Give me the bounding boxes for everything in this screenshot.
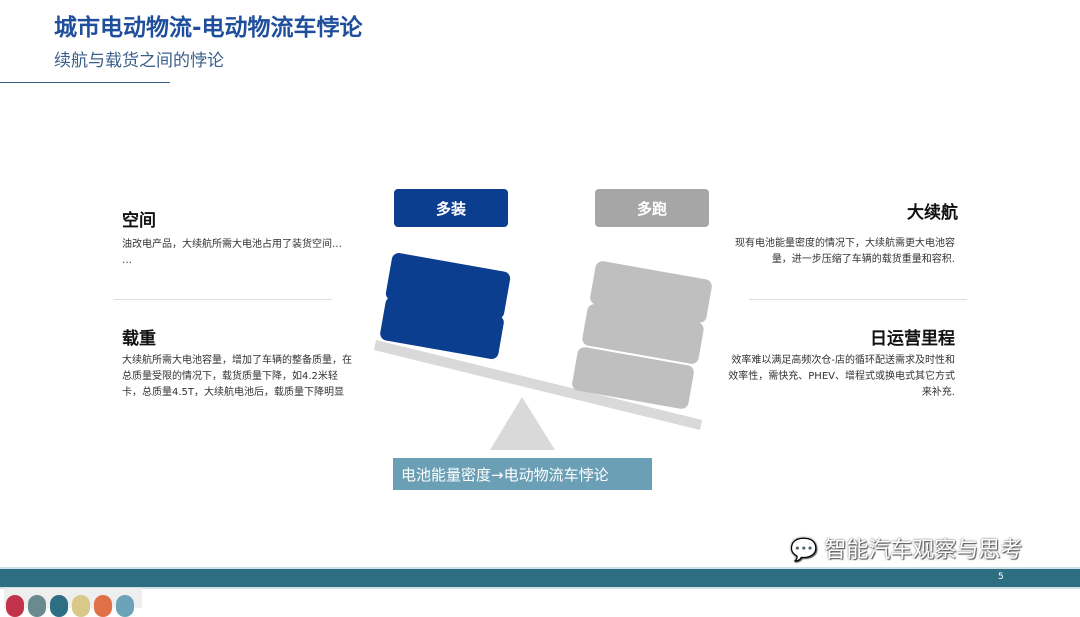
blue-block: [380, 297, 504, 359]
caption-box: 电池能量密度→电动物流车悖论: [393, 458, 652, 490]
gray-block: [590, 261, 712, 323]
fulcrum: [490, 397, 555, 450]
right-heading-daily-mileage: 日运营里程: [870, 329, 955, 349]
watermark-text: 智能汽车观察与思考: [824, 538, 1023, 563]
more-run-label: 多跑: [595, 189, 709, 227]
palette-dot: [72, 595, 90, 617]
palette-dot: [116, 595, 134, 617]
gray-blocks: [572, 261, 712, 409]
right-text-daily-mileage: 效率难以满足高频次仓-店的循环配送需求及时性和效率性，需快充、PHEV、增程式或…: [728, 355, 955, 398]
gray-block: [582, 304, 704, 364]
wechat-icon: 💬: [790, 538, 818, 563]
title-divider: [0, 82, 170, 83]
gray-block: [572, 347, 694, 409]
left-divider: [114, 299, 332, 300]
blue-blocks: [380, 253, 511, 359]
page-title: 城市电动物流-电动物流车悖论: [54, 15, 363, 41]
left-heading-load: 载重: [122, 329, 156, 349]
left-heading-space: 空间: [122, 211, 156, 231]
seesaw-plank: [374, 340, 702, 430]
left-text-load: 大续航所需大电池容量，增加了车辆的整备质量，在总质量受限的情况下，载货质量下降，…: [122, 355, 352, 398]
footer-bar: [0, 567, 1080, 589]
page-subtitle: 续航与载货之间的悖论: [54, 51, 224, 71]
palette-dot: [6, 595, 24, 617]
palette-dot: [94, 595, 112, 617]
left-text-space: 油改电产品，大续航所需大电池占用了装货空间… …: [122, 239, 342, 266]
right-divider: [749, 299, 967, 300]
more-load-label: 多装: [394, 189, 508, 227]
palette-dot: [28, 595, 46, 617]
right-text-range: 现有电池能量密度的情况下，大续航需更大电池容量，进一步压缩了车辆的载货重量和容积…: [735, 238, 955, 265]
page-number: 5: [998, 572, 1004, 582]
palette-dot: [50, 595, 68, 617]
watermark: 💬 智能汽车观察与思考: [790, 538, 1022, 564]
right-heading-range: 大续航: [907, 203, 958, 223]
